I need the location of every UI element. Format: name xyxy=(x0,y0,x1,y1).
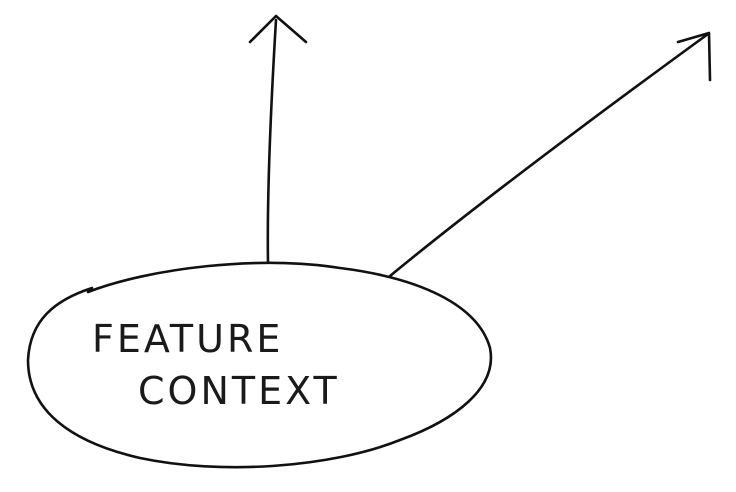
arrow-up-head xyxy=(248,14,308,44)
arrow-up-shaft xyxy=(266,18,278,264)
arrow-up-right xyxy=(388,31,712,278)
node-label-line1: FEATURE xyxy=(92,317,283,361)
arrow-up-right-head xyxy=(676,31,712,82)
feature-context-node: FEATURE CONTEXT xyxy=(26,261,493,469)
arrow-up xyxy=(248,14,308,264)
node-ellipse xyxy=(26,261,493,469)
node-label-line2: CONTEXT xyxy=(138,369,340,413)
arrow-up-right-shaft xyxy=(388,32,710,278)
